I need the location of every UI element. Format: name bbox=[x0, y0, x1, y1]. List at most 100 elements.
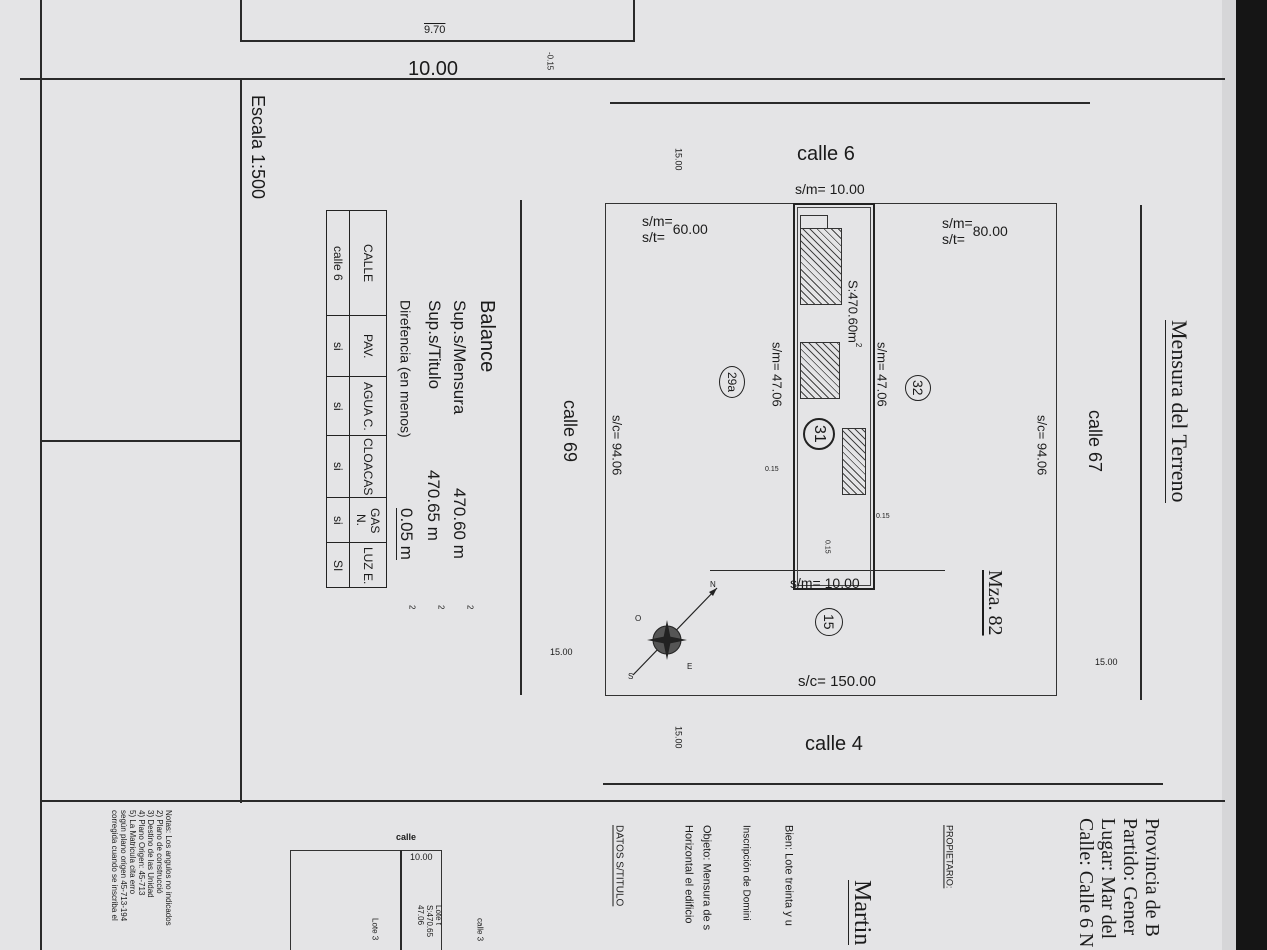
sm-value: 80.00 bbox=[972, 223, 1008, 239]
border-top bbox=[20, 78, 1225, 80]
frame-line bbox=[610, 102, 1090, 104]
parcel-32: 32 bbox=[905, 375, 931, 401]
compass-rose-icon: N S E O bbox=[625, 580, 725, 681]
balance-value: 470.65 m bbox=[423, 470, 443, 541]
balance-unit: 2 bbox=[436, 605, 446, 610]
table-background bbox=[1232, 0, 1267, 950]
frame-line bbox=[1140, 205, 1142, 700]
table-row: calle 6 si si si si SI bbox=[326, 210, 350, 589]
partido: Partido: Gener bbox=[1119, 818, 1141, 936]
note: 4) Plano Origen: 45-713 bbox=[137, 810, 146, 896]
owner-name: Martin bbox=[848, 880, 876, 946]
street-width: 15.00 bbox=[550, 647, 573, 657]
provincia: Provincia de B bbox=[1141, 818, 1163, 937]
parcel-15: 15 bbox=[815, 608, 843, 636]
offset-label: -0.15 bbox=[545, 52, 555, 71]
balance-unit: 2 bbox=[407, 605, 417, 610]
sm-value: 60.00 bbox=[672, 221, 708, 237]
compass-s: S bbox=[628, 672, 634, 681]
balance-value: 470.60 m bbox=[449, 488, 469, 559]
street-calle-67: calle 67 bbox=[1084, 410, 1105, 473]
balance-label: Sup.s/Titulo bbox=[424, 300, 444, 390]
propietario-label: PROPIETARIO: bbox=[944, 825, 955, 889]
lot-area-value: S:470.60m bbox=[845, 280, 861, 343]
table-cell: si bbox=[326, 376, 350, 436]
table-cell: si bbox=[326, 434, 350, 499]
st-label: s/t= bbox=[942, 231, 965, 247]
street-calle-69: calle 69 bbox=[559, 400, 580, 463]
table-cell: SI bbox=[326, 542, 350, 589]
header-block: Provincia de B Partido: Gener Lugar: Mar… bbox=[1075, 818, 1163, 947]
building-hatch bbox=[800, 342, 840, 399]
offset-label: 0.15 bbox=[765, 466, 779, 473]
block-side-right: s/c= 150.00 bbox=[798, 673, 876, 690]
table-header: PAV. bbox=[349, 315, 387, 377]
street-width: 15.00 bbox=[1095, 657, 1118, 667]
lot-31-inner bbox=[797, 207, 871, 586]
dimension-9-70: 9.70 bbox=[424, 24, 446, 36]
left-column-rule bbox=[40, 440, 240, 442]
compass-o: O bbox=[635, 614, 642, 623]
lot-bottom-dim: s/m= 10.00 bbox=[790, 575, 860, 591]
horizontal-text: Horizontal el edificio bbox=[682, 825, 695, 924]
table-header: CLOACAS bbox=[349, 434, 387, 499]
balance-value: 0.05 m bbox=[396, 508, 416, 560]
page-title: Mensura del Terreno bbox=[1165, 320, 1192, 503]
top-frame bbox=[240, 40, 635, 42]
lot-area: S:470.60m2 bbox=[845, 280, 863, 348]
lot-line bbox=[710, 570, 945, 571]
border-left bbox=[40, 0, 42, 950]
paper-edge bbox=[1222, 0, 1236, 950]
lot-31-outline bbox=[793, 203, 875, 590]
left-column-divider bbox=[240, 78, 242, 803]
lot-side-dim: s/m= 47.06 bbox=[769, 342, 785, 407]
table-cell: si bbox=[326, 497, 350, 544]
bottom-rule bbox=[40, 800, 1225, 802]
lot-side-dim: s/m= 47.06 bbox=[874, 342, 890, 407]
lot-area-unit: 2 bbox=[853, 342, 863, 348]
mini-plan-frame bbox=[290, 850, 442, 950]
table-header: GAS N. bbox=[349, 497, 387, 544]
mini-lote-area: S:470.65 bbox=[425, 905, 434, 938]
mini-lote: Lote t S:470.65 47.06 bbox=[416, 905, 443, 937]
table-header: LUZ E. bbox=[349, 542, 387, 589]
table-cell: si bbox=[326, 315, 350, 377]
mini-calle: calle bbox=[396, 832, 417, 842]
compass-n: N bbox=[710, 580, 716, 589]
sm-label: s/m= bbox=[642, 213, 673, 229]
street-calle-4: calle 4 bbox=[805, 733, 863, 755]
balance-title: Balance bbox=[476, 300, 498, 373]
block-side-bottom: s/c= 94.06 bbox=[609, 415, 625, 476]
note: 5) La Matricula cita erro bbox=[128, 810, 137, 895]
st-label: s/t= bbox=[642, 229, 665, 245]
sm-label: s/m= bbox=[942, 215, 973, 231]
parcel-29a: 29a bbox=[719, 366, 745, 398]
block-label: Mza. 82 bbox=[984, 570, 1006, 636]
mini-lote-b: Lote 3 bbox=[370, 918, 380, 941]
datos-titulo: DATOS S/TITULO bbox=[613, 825, 625, 907]
street-calle-6: calle 6 bbox=[797, 143, 855, 165]
note: según plano origen 45-713-194 bbox=[119, 810, 128, 922]
lot-top-dim: s/m= 10.00 bbox=[795, 181, 865, 197]
building-hatch bbox=[800, 228, 842, 305]
note: Notas: Los angulos no indicados bbox=[164, 810, 173, 926]
services-table: CALLE PAV. AGUA C. CLOACAS GAS N. LUZ E.… bbox=[326, 210, 387, 589]
offset-label: 0.15 bbox=[823, 540, 831, 554]
street-width: 15.00 bbox=[673, 726, 684, 749]
street-width: 15.00 bbox=[673, 148, 684, 171]
inscripcion-text: Inscripción de Domini bbox=[740, 825, 752, 921]
note: 3) Destino de las Unidad bbox=[146, 810, 155, 898]
table-header: AGUA C. bbox=[349, 376, 387, 436]
block-right-sm: s/m=80.00 s/t= bbox=[942, 215, 1008, 247]
balance-label: Direfencia (en menos) bbox=[397, 300, 414, 438]
table-row: CALLE PAV. AGUA C. CLOACAS GAS N. LUZ E. bbox=[349, 210, 387, 589]
bien-text: Bien: Lote treinta y u bbox=[782, 825, 795, 926]
compass-e: E bbox=[687, 662, 693, 671]
parcel-31: 31 bbox=[803, 418, 835, 450]
mini-dim: 10.00 bbox=[410, 852, 433, 862]
block-left-sm: s/m=60.00 s/t= bbox=[642, 213, 708, 245]
dimension-10-00: 10.00 bbox=[408, 58, 459, 80]
mini-lote-len: 47.06 bbox=[416, 905, 425, 926]
mini-calle-b: calle 3 bbox=[475, 918, 485, 942]
building-hatch bbox=[842, 428, 866, 495]
